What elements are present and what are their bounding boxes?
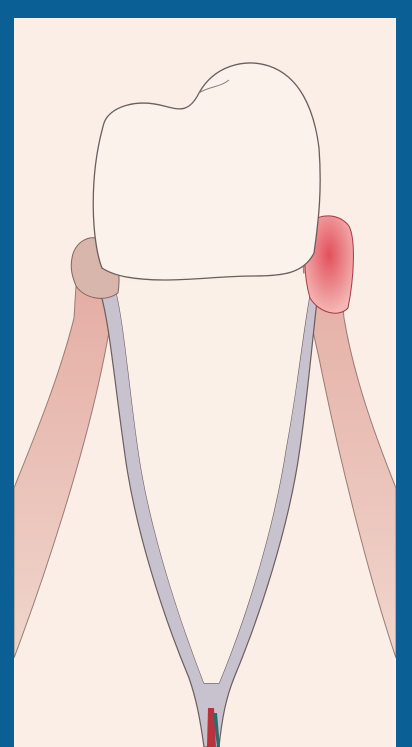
left-gum	[14, 244, 115, 658]
tooth-crown	[93, 63, 320, 280]
illustration-panel	[14, 18, 396, 747]
tooth-illustration	[14, 18, 396, 747]
